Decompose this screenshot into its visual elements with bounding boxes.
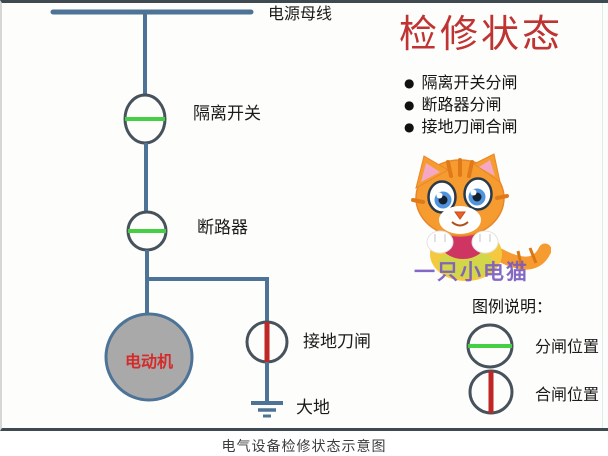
- legend-open-position-icon: [466, 323, 514, 369]
- status-item-label: 接地刀闸合闸: [421, 117, 518, 136]
- bullet-icon: ●: [404, 76, 415, 90]
- legend-title: 图例说明：: [472, 297, 553, 316]
- cat-eyes: [427, 177, 493, 214]
- bus-label: 电源母线: [268, 4, 333, 23]
- circuit-diagram-canvas: [50, 9, 514, 418]
- earth-ground-icon: [251, 401, 283, 418]
- ground-switch-label: 接地刀闸: [303, 332, 371, 352]
- motor-symbol: [104, 312, 194, 402]
- status-list-item: ● 隔离开关分闸: [404, 72, 518, 94]
- legend-open-label: 分闸位置: [535, 337, 600, 356]
- branch-to-ground-switch-wire: [147, 277, 269, 323]
- cat-paws: [426, 230, 499, 254]
- legend-closed-label: 合闸位置: [535, 385, 600, 404]
- legend-closed-position-icon: [468, 369, 514, 415]
- cat-watermark-text: 一只小电猫: [414, 260, 529, 284]
- cat-stripes: [411, 158, 509, 204]
- isolation-switch-label: 隔离开关: [193, 104, 261, 124]
- right-border-line: [602, 3, 603, 428]
- page-title: 检修状态: [399, 14, 564, 56]
- motor-label: 电动机: [124, 352, 173, 371]
- cat-muzzle: [439, 206, 481, 234]
- cat-nose: [454, 211, 466, 220]
- cat-illustration: [411, 153, 551, 281]
- status-list-item: ● 接地刀闸合闸: [404, 116, 518, 138]
- cat-tail: [491, 243, 551, 270]
- earth-label: 大地: [296, 398, 330, 418]
- maintenance-status-list: ● 隔离开关分闸 ● 断路器分闸 ● 接地刀闸合闸: [404, 72, 518, 138]
- status-item-label: 隔离开关分闸: [421, 73, 518, 92]
- cat-mouth: [451, 221, 469, 227]
- cat-ears: [415, 153, 501, 190]
- status-list-item: ● 断路器分闸: [404, 94, 518, 116]
- bullet-icon: ●: [404, 120, 415, 134]
- breaker-label: 断路器: [197, 218, 248, 238]
- figure-caption: 电气设备检修状态示意图: [221, 439, 387, 455]
- bullet-icon: ●: [404, 98, 415, 112]
- status-item-label: 断路器分闸: [421, 95, 502, 114]
